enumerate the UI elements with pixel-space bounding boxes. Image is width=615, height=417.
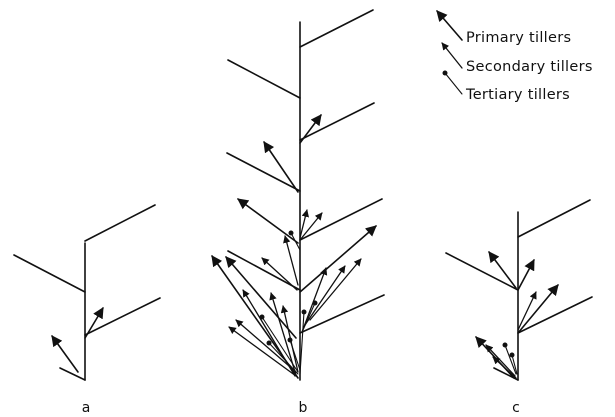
- primary-tiller-arrow: [299, 114, 322, 144]
- tertiary-tiller: [259, 314, 299, 373]
- secondary-tiller-arrow: [299, 212, 323, 241]
- tertiary-tiller: [509, 352, 518, 375]
- tertiary-tiller: [502, 342, 517, 375]
- secondary-tiller-arrow: [269, 292, 297, 376]
- secondary-tiller-arrow: [228, 326, 297, 377]
- leaf: [517, 296, 593, 334]
- tertiary-tiller: [288, 230, 301, 251]
- primary-tiller-arrow: [488, 251, 517, 289]
- panel-a: [13, 204, 161, 381]
- legend-label-tertiary: Tertiary tillers: [465, 87, 570, 103]
- leaf: [517, 199, 591, 238]
- panel-b: [211, 9, 385, 381]
- primary-tiller-arrow: [299, 225, 377, 293]
- secondary-tiller-legend-icon: [441, 42, 463, 69]
- primary-tiller-arrow: [84, 307, 104, 339]
- legend-label-primary: Primary tillers: [466, 30, 571, 46]
- panel-label-a: a: [82, 400, 91, 416]
- leaf: [59, 367, 86, 381]
- primary-tiller-legend-icon: [436, 10, 463, 41]
- leaf: [445, 252, 519, 291]
- secondary-tiller-arrow: [299, 209, 310, 239]
- secondary-tiller-arrow: [261, 257, 298, 291]
- primary-tiller-arrow: [517, 259, 535, 291]
- leaf: [227, 59, 301, 99]
- secondary-tiller-arrow: [304, 265, 346, 326]
- secondary-tiller-arrow: [492, 356, 517, 379]
- leaf: [299, 294, 385, 334]
- panel-label-c: c: [512, 400, 520, 416]
- legend: Primary tillers Secondary tillers Tertia…: [436, 10, 593, 103]
- leaf: [84, 204, 156, 242]
- leaf: [226, 152, 301, 192]
- primary-tiller-arrow: [475, 336, 515, 379]
- secondary-tiller-arrow: [235, 319, 297, 373]
- secondary-tiller-arrow: [309, 258, 362, 321]
- primary-tiller-arrow: [225, 256, 297, 339]
- leaf: [299, 9, 374, 48]
- leaf: [13, 254, 86, 293]
- panel-c: [445, 199, 593, 381]
- tertiary-tiller-legend-icon: [442, 70, 463, 95]
- leaf: [299, 198, 383, 241]
- tertiary-tiller: [266, 340, 299, 375]
- panel-label-b: b: [299, 400, 308, 416]
- primary-tiller-arrow: [51, 335, 79, 373]
- primary-tiller-arrow: [517, 284, 559, 334]
- leaf: [299, 102, 375, 141]
- leaf: [84, 297, 161, 336]
- legend-label-secondary: Secondary tillers: [466, 59, 593, 75]
- secondary-tiller-arrow: [517, 291, 537, 331]
- primary-tiller-arrow: [263, 141, 299, 193]
- leaf: [227, 250, 301, 291]
- tertiary-tiller: [302, 300, 318, 331]
- primary-tiller-arrow: [237, 198, 299, 244]
- tertiary-tiller: [299, 309, 307, 375]
- tertiary-tiller: [287, 337, 301, 371]
- secondary-tiller-arrow: [283, 235, 299, 286]
- secondary-tiller-arrow: [301, 267, 328, 333]
